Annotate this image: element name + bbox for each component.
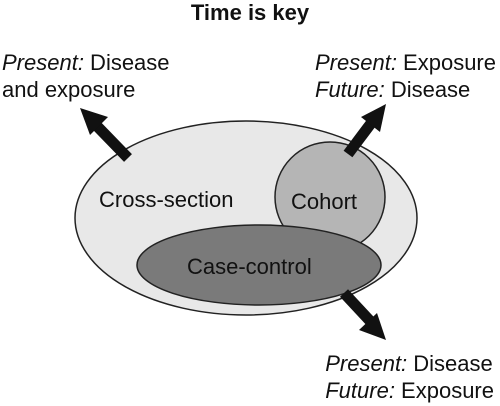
arrow-to-cohort-note — [343, 104, 386, 158]
case-control-note: Present: Disease Future: Exposure — [325, 350, 494, 404]
future-value: Disease — [384, 77, 471, 102]
arrow-to-cross-section-note — [80, 108, 132, 162]
case-control-label: Case-control — [187, 254, 312, 279]
cross-section-note: Present: Disease and exposure — [2, 49, 170, 103]
present-value: Disease — [83, 50, 170, 75]
future-label: Future: — [315, 77, 385, 102]
diagram-title: Time is key — [190, 0, 310, 25]
arrow-to-case-control-note — [339, 289, 386, 340]
cross-section-label: Cross-section — [99, 187, 234, 212]
present-label: Present: — [2, 50, 84, 75]
present-label: Present: — [325, 351, 408, 376]
present-value: Disease — [407, 351, 493, 376]
future-label: Future: — [325, 378, 395, 403]
future-value: Exposure — [394, 378, 494, 403]
present-value-continued: and exposure — [2, 77, 136, 102]
case-control-ellipse — [136, 224, 382, 306]
present-label: Present: — [315, 50, 397, 75]
cohort-label: Cohort — [291, 189, 358, 214]
cohort-note: Present: Exposure Future: Disease — [315, 49, 496, 103]
present-value: Exposure — [396, 50, 496, 75]
